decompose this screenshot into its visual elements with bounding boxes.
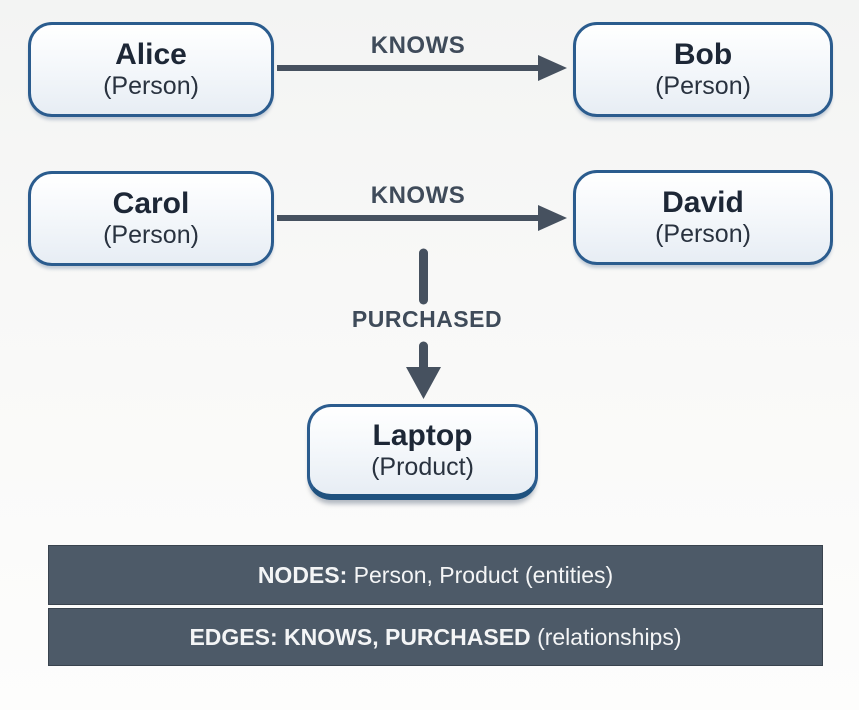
purchased-edge-arrowhead [406, 367, 441, 399]
edge-label-knows-1: KNOWS [370, 32, 466, 59]
node-laptop-name: Laptop [372, 418, 473, 452]
node-david: David (Person) [573, 170, 833, 265]
legend-edges-label: EDGES: [189, 623, 278, 650]
node-alice-type: (Person) [103, 72, 199, 101]
legend-nodes-label: NODES: [257, 561, 348, 588]
legend-nodes-suffix: (entities) [524, 561, 614, 588]
node-carol: Carol (Person) [28, 171, 274, 266]
legend-edges-suffix: (relationships) [537, 623, 682, 650]
legend: NODES: Person, Product (entities) EDGES:… [48, 545, 823, 666]
node-bob-type: (Person) [655, 72, 751, 101]
node-carol-name: Carol [112, 186, 190, 220]
legend-edges-value: KNOWS, PURCHASED [284, 623, 531, 650]
knows-edge-2-arrowhead [538, 205, 567, 231]
node-laptop-type: (Product) [371, 453, 474, 482]
legend-edges-row: EDGES: KNOWS, PURCHASED (relationships) [48, 608, 823, 666]
node-david-name: David [662, 185, 744, 219]
edge-label-knows-2: KNOWS [370, 182, 466, 209]
node-alice-name: Alice [115, 37, 187, 71]
node-bob-name: Bob [673, 37, 733, 71]
node-bob: Bob (Person) [573, 22, 833, 117]
edge-label-purchased: PURCHASED [351, 306, 503, 332]
legend-nodes-value: Person, Product [353, 561, 519, 588]
knows-edge-1-arrowhead [538, 55, 567, 81]
node-laptop: Laptop (Product) [307, 404, 538, 500]
node-carol-type: (Person) [103, 221, 199, 250]
node-alice: Alice (Person) [28, 22, 274, 117]
node-david-type: (Person) [655, 220, 751, 249]
legend-nodes-row: NODES: Person, Product (entities) [48, 545, 823, 605]
